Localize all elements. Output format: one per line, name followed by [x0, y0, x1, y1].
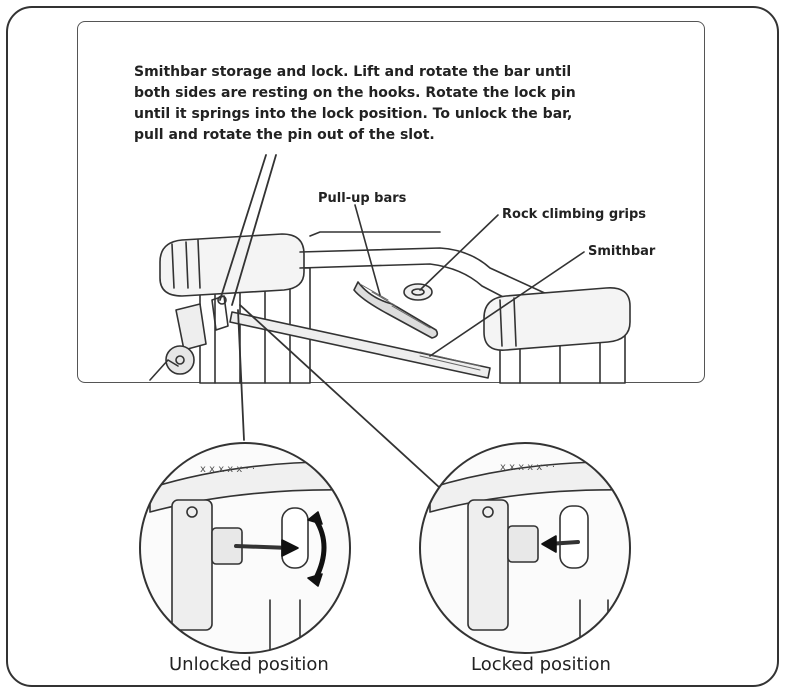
label-rock-climbing-grips: Rock climbing grips: [502, 207, 646, 222]
caption-locked-position: Locked position: [471, 654, 611, 675]
right-arm-pad: [484, 288, 630, 350]
locked-detail-circle: x x x x x · ·: [420, 443, 630, 653]
leader-grips: [420, 215, 498, 290]
instruction-text: Smithbar storage and lock. Lift and rota…: [134, 62, 584, 146]
label-pullup-bars: Pull-up bars: [318, 191, 406, 206]
label-smithbar: Smithbar: [588, 244, 655, 259]
caption-unlocked-position: Unlocked position: [169, 654, 329, 675]
rock-grip-drawing: [404, 284, 432, 300]
svg-text:x x x x x · ·: x x x x x · ·: [500, 462, 555, 473]
svg-text:x x x x x · ·: x x x x x · ·: [200, 464, 255, 475]
unlocked-detail-circle: x x x x x · ·: [140, 443, 350, 653]
